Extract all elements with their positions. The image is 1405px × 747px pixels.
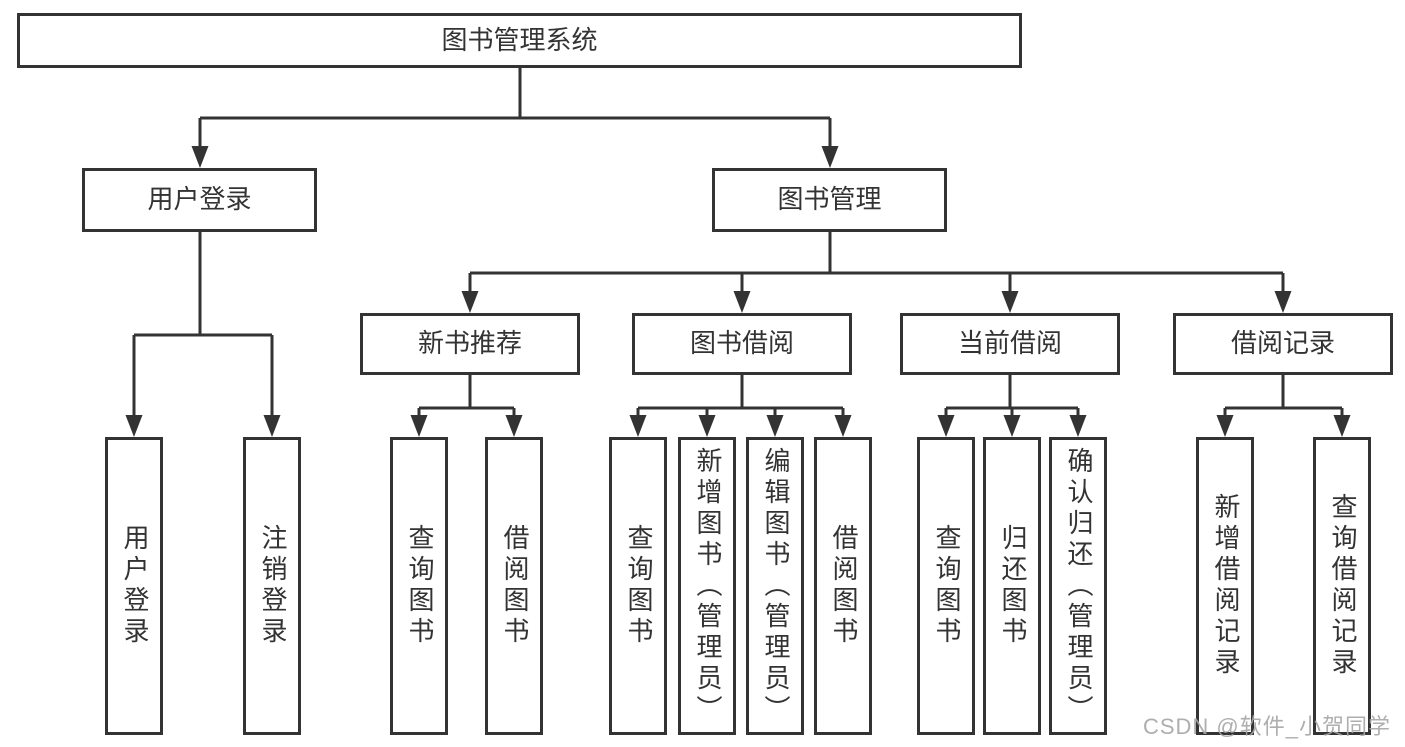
leaf-user-login: 用户登录 [105, 437, 163, 735]
leaf-add-borrow-record: 新增借阅记录 [1196, 437, 1254, 735]
leaf-borrow-books-1: 借阅图书 [485, 437, 543, 735]
root-node: 图书管理系统 [17, 13, 1022, 68]
book-management-node: 图书管理 [712, 168, 947, 232]
leaf-borrow-books-2: 借阅图书 [814, 437, 872, 735]
leaf-query-books-2: 查询图书 [609, 437, 667, 735]
leaf-query-books-1: 查询图书 [390, 437, 448, 735]
new-book-recommend-node: 新书推荐 [360, 313, 580, 375]
watermark: CSDN @软件_小贺同学 [1142, 714, 1391, 739]
borrow-record-node: 借阅记录 [1173, 313, 1393, 375]
leaf-query-borrow-record: 查询借阅记录 [1313, 437, 1371, 735]
user-login-node: 用户登录 [82, 168, 317, 232]
leaf-return-book: 归还图书 [983, 437, 1041, 735]
leaf-logout: 注销登录 [243, 437, 301, 735]
leaf-add-book-admin: 新增图书（管理员） [678, 437, 736, 735]
leaf-confirm-return-admin: 确认归还（管理员） [1049, 437, 1107, 735]
leaf-query-books-3: 查询图书 [917, 437, 975, 735]
current-borrow-node: 当前借阅 [900, 313, 1120, 375]
book-borrow-node: 图书借阅 [632, 313, 852, 375]
leaf-edit-book-admin: 编辑图书（管理员） [746, 437, 804, 735]
